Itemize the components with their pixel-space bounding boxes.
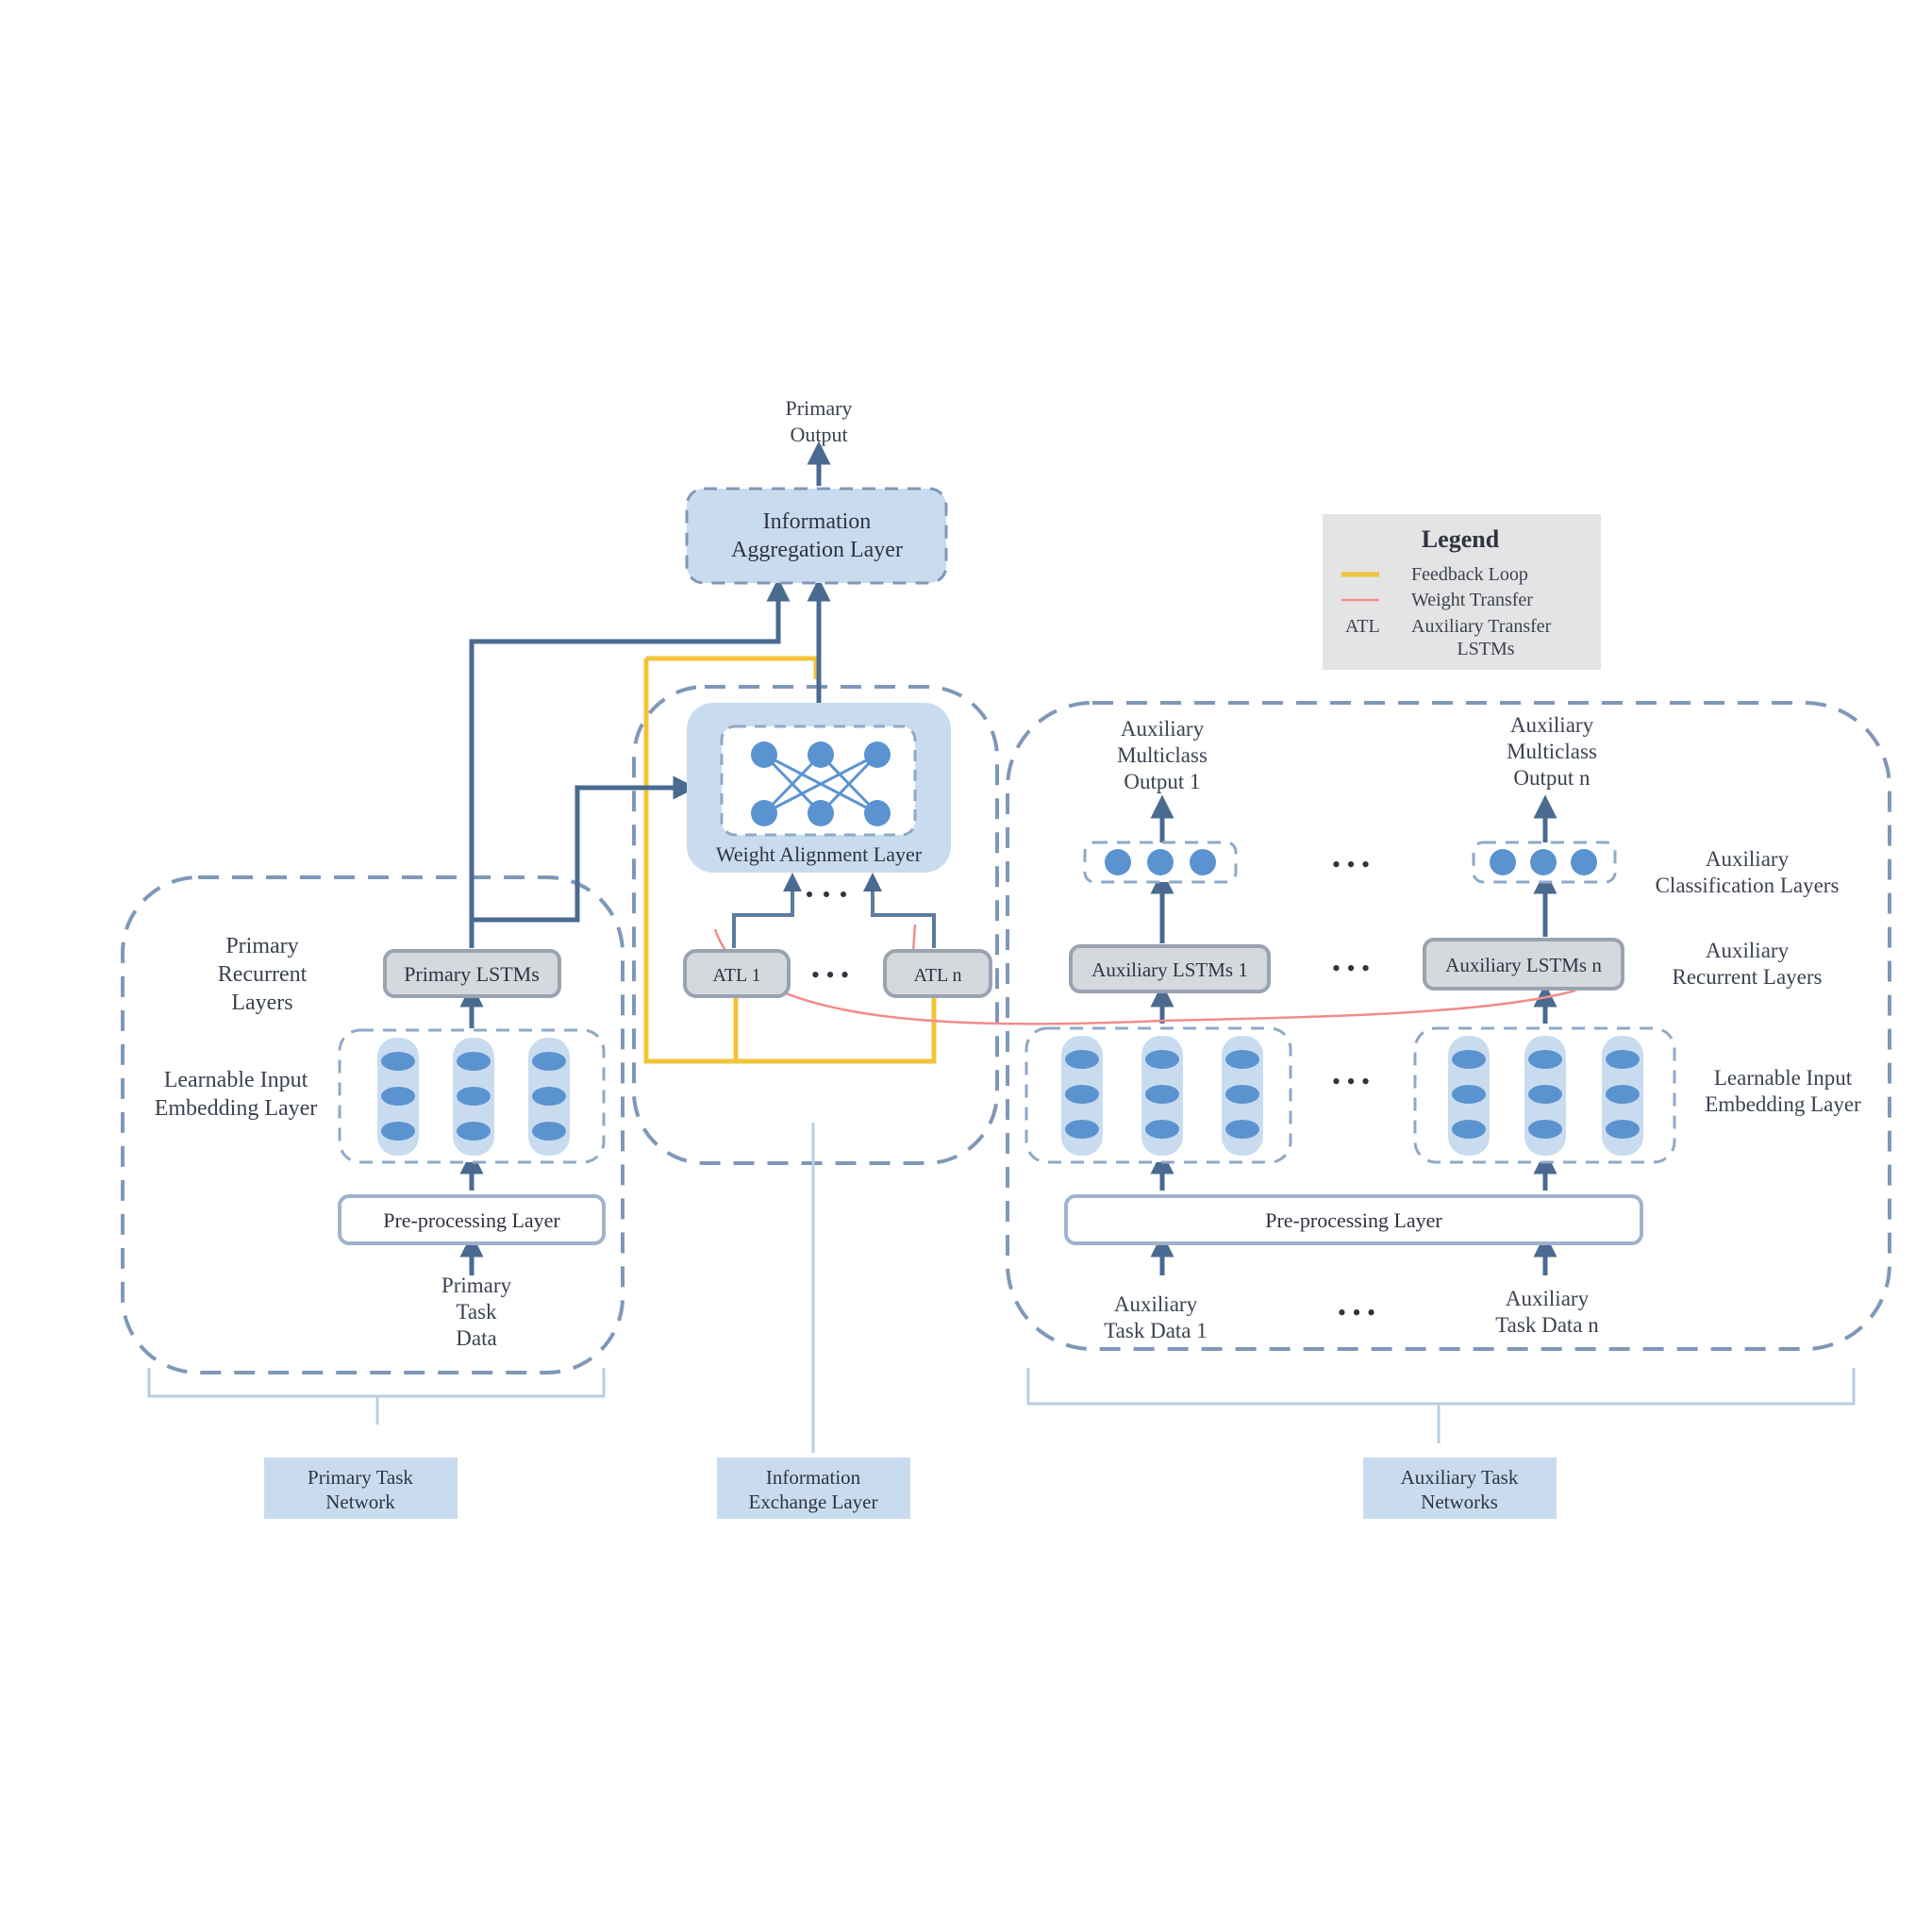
preprocessing-right-box [1064,1194,1643,1245]
aux-lstm-n-box [1423,938,1624,991]
aux-task-data-n-line2: Task Data n [1495,1313,1599,1337]
legend-atl-label-line1: Auxiliary Transfer [1411,616,1552,637]
aux-task-data-n-line1: Auxiliary [1506,1287,1590,1310]
atl-n-box [883,949,992,998]
primary-task-data-line1: Primary [441,1274,512,1297]
learnable-input-left-line2: Embedding Layer [155,1096,318,1121]
primary-task-data-line2: Task [456,1300,497,1324]
primary-recurrent-line2: Recurrent [218,962,308,987]
alignment-node [864,800,891,826]
primary-network-tag-line2: Network [325,1491,395,1513]
legend-atl-label-line2: LSTMs [1457,639,1514,659]
primary-bracket [147,1368,606,1424]
atl-1-box [683,949,791,998]
legend-atl-symbol: ATL [1345,616,1380,637]
primary-network-region [121,875,625,1374]
aux-embedding-layer-n [1413,1026,1676,1164]
aux-lstm-ellipsis: • • • [1332,955,1370,982]
aux-output-1-line1: Auxiliary [1121,717,1205,741]
preprocessing-left-box [338,1194,606,1245]
aux-output-n-line3: Output n [1513,766,1591,790]
primary-network-tag-line1: Primary Task [308,1466,413,1489]
aux-output-1-line3: Output 1 [1124,770,1200,793]
learnable-input-left-line1: Learnable Input [164,1068,308,1092]
legend-weight-label: Weight Transfer [1411,590,1533,610]
aux-task-data-ellipsis: • • • [1338,1299,1375,1326]
primary-embedding-layer [338,1028,606,1164]
weight-alignment-layer: Weight Alignment Layer [687,703,951,873]
primary-task-data-line3: Data [456,1326,496,1350]
weight-alignment-label: Weight Alignment Layer [716,842,923,866]
aux-task-data-1-line2: Task Data 1 [1104,1319,1208,1342]
aux-output-n-line2: Multiclass [1507,740,1597,763]
atl-n-label: ATL n [914,965,962,986]
alignment-node [751,800,777,826]
exchange-region [632,685,999,1165]
legend-feedback-label: Feedback Loop [1411,564,1528,585]
atl-1-label: ATL 1 [713,965,761,986]
preprocessing-right-label: Pre-processing Layer [1265,1208,1442,1232]
aux-classification-1 [1083,841,1238,884]
alignment-node [808,741,834,768]
primary-recurrent-line1: Primary [225,934,298,958]
alignment-node [751,741,777,768]
aux-classification-ellipsis: • • • [1332,851,1370,878]
legend-title: Legend [1422,525,1500,553]
learnable-input-right-line1: Learnable Input [1714,1066,1853,1090]
aux-recurrent-line1: Auxiliary [1706,939,1790,962]
aux-embedding-ellipsis: • • • [1332,1068,1370,1095]
atl-ellipsis-small [807,891,846,897]
legend: Legend Feedback Loop Weight Transfer ATL… [1323,514,1601,670]
aux-task-data-1-line1: Auxiliary [1114,1292,1198,1316]
alignment-node [808,800,834,826]
learnable-input-right-line2: Embedding Layer [1705,1092,1861,1116]
aux-lstm-n-label: Auxiliary LSTMs n [1445,954,1602,976]
aux-network-tag: Auxiliary Task Networks [1363,1457,1557,1519]
auxiliary-network-region [1006,701,1891,1351]
atl-ellipsis: • • • [811,961,849,989]
primary-output-line2: Output [790,423,847,446]
aux-network-tag-line2: Networks [1421,1491,1498,1513]
primary-output-line1: Primary [786,396,853,420]
aux-lstm-1-label: Auxiliary LSTMs 1 [1091,958,1248,981]
auxiliary-bracket [1026,1368,1856,1443]
aux-output-n-line1: Auxiliary [1510,713,1594,737]
primary-lstm-label: Primary LSTMs [404,962,540,986]
preprocessing-left-label: Pre-processing Layer [383,1208,560,1232]
aux-classification-n [1472,841,1617,884]
aux-lstm-1-box [1069,944,1271,993]
aux-classification-line2: Classification Layers [1656,874,1840,897]
primary-lstm-box [383,949,561,998]
flow-lines [459,441,1557,1275]
info-exchange-tag: Information Exchange Layer [717,1457,910,1519]
info-exchange-tag-line1: Information [766,1466,861,1489]
alignment-node [864,741,891,768]
primary-network-tag: Primary Task Network [264,1457,458,1519]
alignment-network-edges [762,753,879,815]
primary-recurrent-line3: Layers [231,991,292,1015]
info-exchange-tag-line2: Exchange Layer [748,1491,877,1513]
aux-output-1-line2: Multiclass [1117,743,1208,767]
info-aggregation-layer: Information Aggregation Layer [685,487,948,585]
info-aggregation-line1: Information [763,509,872,534]
aux-classification-line1: Auxiliary [1706,847,1790,871]
info-aggregation-line2: Aggregation Layer [731,538,903,562]
aux-recurrent-line2: Recurrent Layers [1672,965,1822,989]
aux-network-tag-line1: Auxiliary Task [1401,1466,1519,1489]
aux-embedding-layer-1 [1024,1026,1292,1164]
